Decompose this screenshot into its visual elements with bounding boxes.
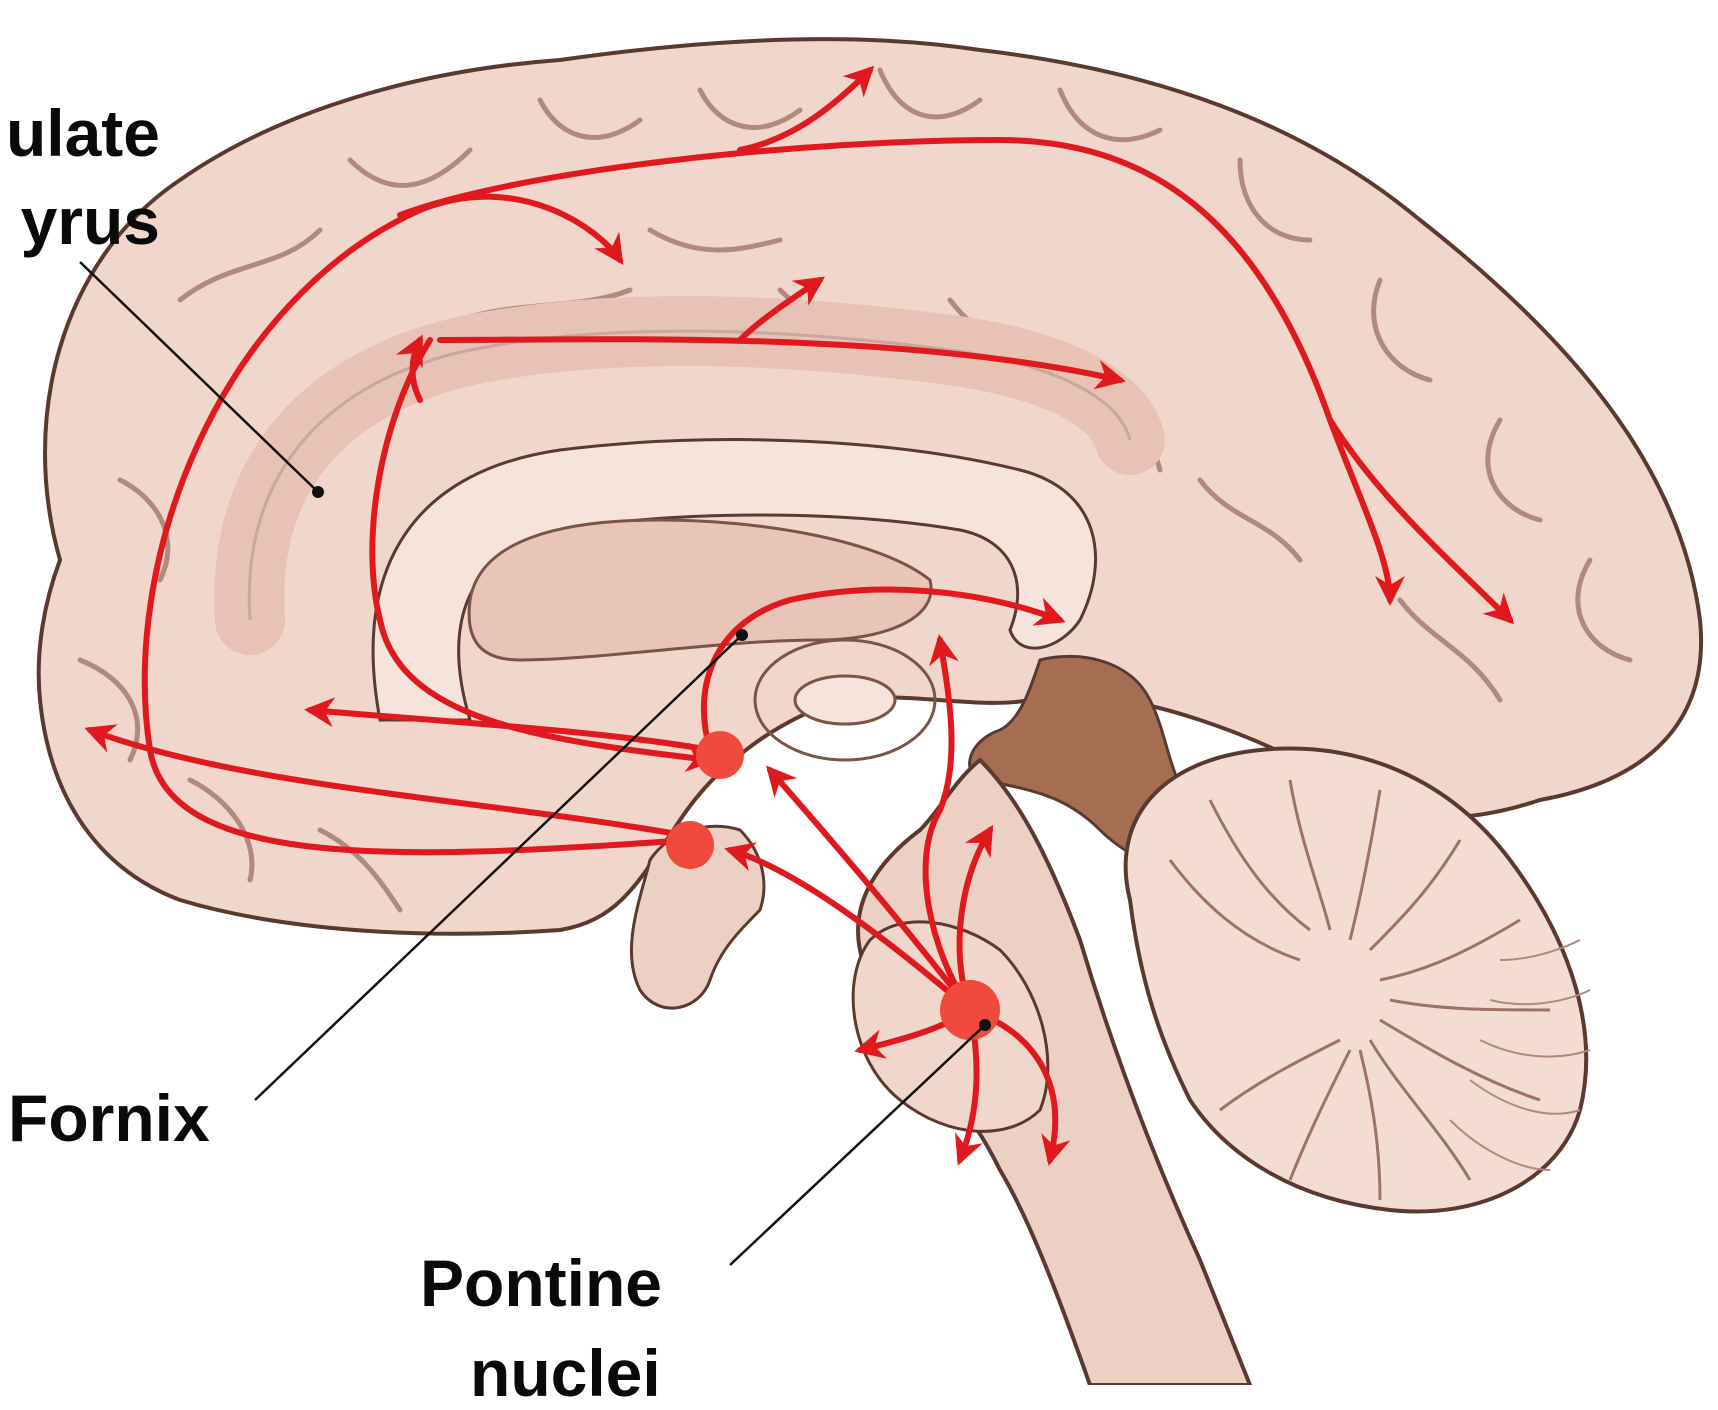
label-fornix: Fornix <box>8 1085 210 1151</box>
label-cingulate-gyrus-line2: yrus <box>0 188 160 254</box>
label-cingulate-gyrus-line1: ulate <box>0 100 160 166</box>
label-pontine-nuclei-line1: Pontine <box>420 1250 662 1316</box>
nucleus-lower <box>666 821 714 869</box>
label-pontine-nuclei-line2: nuclei <box>470 1340 661 1406</box>
cerebellum <box>1126 748 1590 1211</box>
nucleus-upper <box>696 731 744 779</box>
pontine-nucleus <box>940 980 1000 1040</box>
interthalamic-adhesion <box>795 676 895 724</box>
